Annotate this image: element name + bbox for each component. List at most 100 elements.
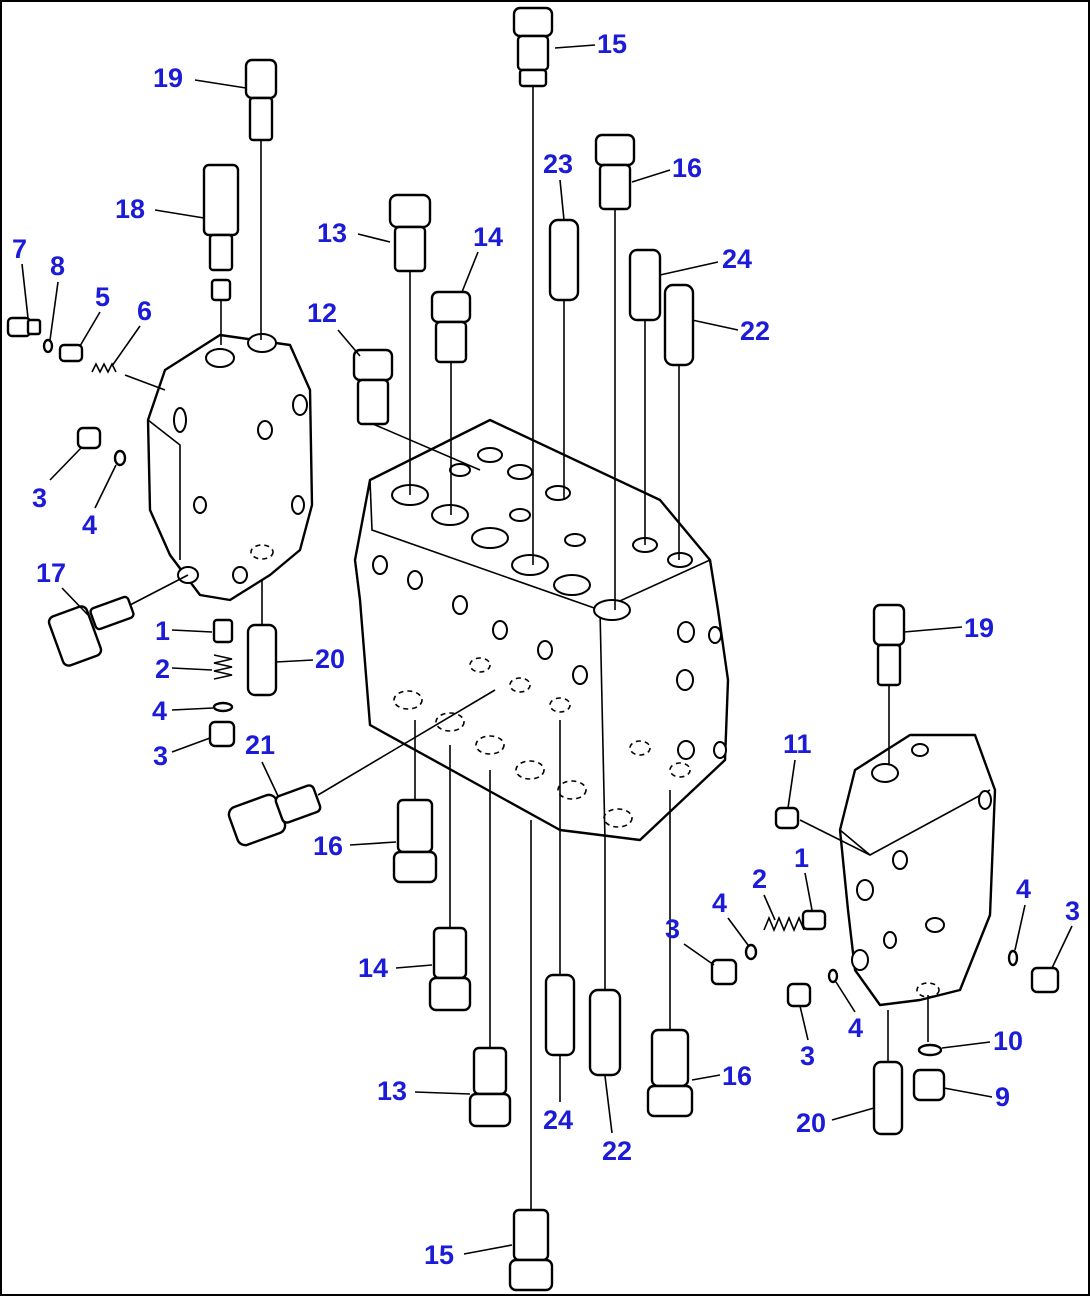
part-24-bottom (544, 720, 576, 1057)
part-3-left-lower (208, 720, 236, 748)
callout-23: 23 (543, 149, 573, 221)
svg-text:4: 4 (712, 888, 727, 918)
callout-15-bottom: 15 (424, 1240, 513, 1270)
svg-text:4: 4 (1016, 874, 1031, 904)
callout-13-top: 13 (317, 218, 391, 248)
callout-19-right: 19 (903, 613, 994, 643)
part-24-top (628, 248, 662, 545)
callout-1-right: 1 (794, 843, 813, 911)
callout-6: 6 (111, 296, 152, 367)
part-15-top (512, 6, 554, 565)
callout-13-bottom: 13 (377, 1076, 471, 1106)
callout-16-top: 16 (631, 153, 702, 183)
part-9-plug (912, 1068, 946, 1102)
callout-14-bottom: 14 (358, 953, 433, 983)
callout-3-right-c: 3 (1051, 896, 1080, 969)
svg-text:16: 16 (672, 153, 702, 183)
svg-text:3: 3 (32, 483, 47, 513)
callout-4-left-lower: 4 (152, 696, 214, 726)
callout-22-top: 22 (691, 316, 770, 346)
callout-16-bottom: 16 (691, 1061, 752, 1091)
svg-text:4: 4 (152, 696, 167, 726)
part-16-bottom (646, 790, 694, 1118)
part-19-right (872, 603, 906, 765)
svg-text:3: 3 (800, 1041, 815, 1071)
part-5 (58, 343, 84, 363)
part-14-bottom (428, 745, 472, 1012)
part-8-ring (42, 338, 54, 354)
part-16-middle (392, 720, 438, 884)
callout-21: 21 (245, 730, 279, 797)
part-1-right (801, 909, 827, 931)
svg-text:20: 20 (315, 644, 345, 674)
part-10-ring (917, 995, 943, 1057)
callout-14-top: 14 (461, 222, 503, 293)
svg-text:16: 16 (313, 831, 343, 861)
part-21 (227, 689, 496, 847)
part-22-bottom (588, 840, 622, 1077)
part-14-top (430, 290, 472, 515)
part-13-bottom (468, 770, 512, 1128)
callout-15-top: 15 (554, 29, 627, 59)
svg-text:24: 24 (543, 1105, 573, 1135)
callout-4-right-a: 4 (712, 888, 749, 946)
svg-text:16: 16 (722, 1061, 752, 1091)
callout-3-right-b: 3 (799, 1005, 815, 1071)
svg-text:6: 6 (137, 296, 152, 326)
svg-text:3: 3 (665, 914, 680, 944)
callout-4-right-b: 4 (835, 981, 863, 1043)
part-20-right (872, 1010, 904, 1136)
svg-text:13: 13 (317, 218, 347, 248)
callout-16-middle: 16 (313, 831, 397, 861)
callout-3-left-upper: 3 (32, 446, 83, 513)
callout-17: 17 (36, 558, 89, 616)
svg-text:15: 15 (424, 1240, 454, 1270)
callout-20-left: 20 (275, 644, 345, 674)
main-valve-body (353, 418, 730, 842)
main-body-side-ports (372, 555, 727, 760)
part-4-right-b (827, 968, 839, 984)
part-3-right-a (710, 958, 738, 986)
svg-text:14: 14 (358, 953, 388, 983)
part-20-left (246, 580, 278, 697)
callout-3-left-lower: 3 (153, 737, 211, 771)
svg-text:24: 24 (722, 244, 752, 274)
callout-4-left-upper: 4 (82, 464, 117, 540)
part-2-left-spring (213, 654, 233, 680)
part-2-right-spring (763, 915, 805, 933)
svg-text:8: 8 (50, 251, 65, 281)
svg-text:22: 22 (740, 316, 770, 346)
callout-11: 11 (783, 729, 812, 809)
callout-24-top: 24 (659, 244, 752, 276)
callout-1-left: 1 (155, 616, 213, 646)
svg-text:21: 21 (245, 730, 275, 760)
part-18 (202, 163, 240, 345)
callout-9: 9 (943, 1082, 1010, 1112)
callout-5: 5 (79, 282, 110, 347)
svg-text:14: 14 (473, 222, 503, 252)
callout-19-top-left: 19 (153, 63, 247, 93)
svg-text:22: 22 (602, 1136, 632, 1166)
callout-24-bottom: 24 (543, 1056, 573, 1135)
part-6-spring (91, 362, 117, 374)
part-3-right-b (786, 982, 812, 1008)
svg-text:9: 9 (995, 1082, 1010, 1112)
svg-text:5: 5 (95, 282, 110, 312)
svg-text:3: 3 (153, 741, 168, 771)
svg-text:2: 2 (155, 654, 170, 684)
svg-text:4: 4 (82, 510, 97, 540)
svg-text:4: 4 (848, 1013, 863, 1043)
svg-text:17: 17 (36, 558, 66, 588)
part-1-left (212, 618, 234, 644)
callout-4-right-c: 4 (1014, 874, 1031, 951)
svg-text:13: 13 (377, 1076, 407, 1106)
svg-text:1: 1 (794, 843, 809, 873)
callout-8: 8 (49, 251, 65, 341)
callout-2-right: 2 (752, 864, 776, 921)
svg-text:3: 3 (1065, 896, 1080, 926)
svg-text:15: 15 (597, 29, 627, 59)
svg-text:20: 20 (796, 1108, 826, 1138)
part-7-plug-left (6, 316, 42, 338)
